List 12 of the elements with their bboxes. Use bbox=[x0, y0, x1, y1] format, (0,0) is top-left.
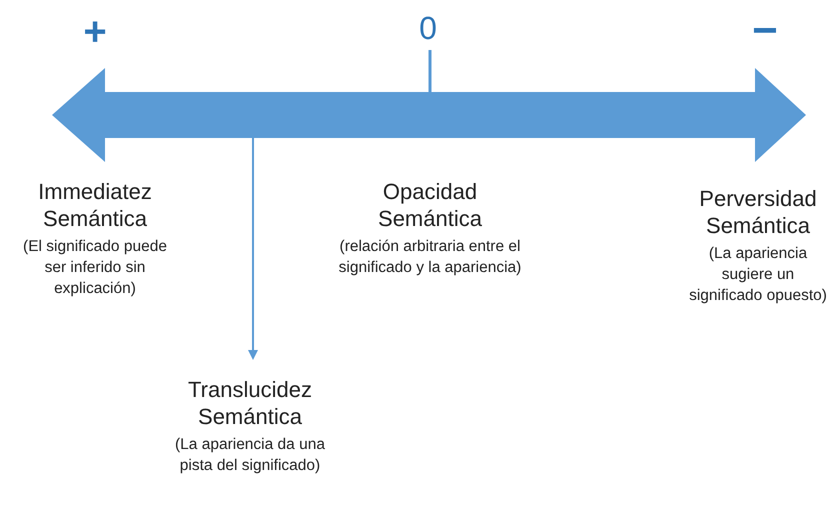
minus-sign: − bbox=[751, 6, 779, 56]
term-heading: Translucidez Semántica bbox=[187, 376, 313, 430]
plus-sign: + bbox=[82, 10, 108, 55]
term-description: (relación arbitraria entre el significado y la apariencia) bbox=[338, 237, 522, 278]
term-description: (El significado puede ser inferido sin explicación) bbox=[22, 237, 168, 299]
term-description: (La apariencia da una pista del significado) bbox=[174, 435, 326, 476]
term-description: (La apariencia sugiere un significado opuesto) bbox=[688, 244, 828, 306]
term-heading: Opacidad Semántica bbox=[377, 178, 483, 232]
term-heading: Perversidad Semántica bbox=[698, 185, 818, 239]
arrow bbox=[248, 138, 258, 360]
term-heading: Immediatez Semántica bbox=[37, 178, 153, 232]
zero-label: 0 bbox=[418, 10, 438, 47]
